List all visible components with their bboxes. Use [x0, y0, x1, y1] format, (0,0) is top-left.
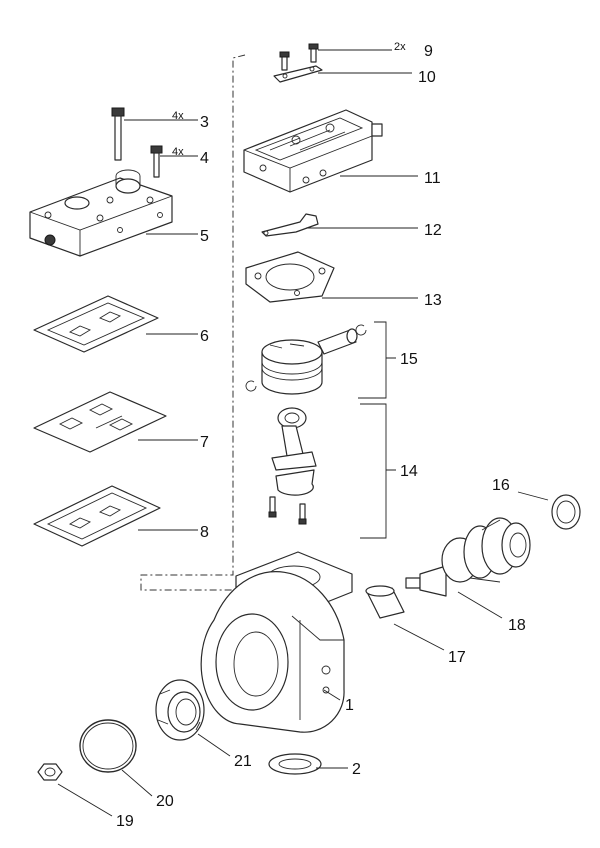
- callout-20: 20: [156, 793, 174, 810]
- callout-9: 9: [424, 43, 433, 60]
- part-7-valve-plate: [33, 391, 167, 453]
- part-11-valve-plate: [243, 109, 383, 193]
- part-16-seal-ring: [551, 494, 581, 530]
- callout-15: 15: [400, 351, 418, 368]
- assembly-guide-line: [140, 54, 246, 591]
- part-6-gasket: [33, 295, 159, 353]
- part-3-bolts: [111, 107, 125, 161]
- part-12-reed-valve: [261, 213, 319, 237]
- callout-18: 18: [508, 617, 526, 634]
- bracket-14: [360, 403, 396, 539]
- part-19-nut: [37, 763, 63, 781]
- callout-13: 13: [424, 292, 442, 309]
- part-4-bolts: [150, 145, 163, 178]
- part-15-piston: [245, 324, 367, 395]
- callout-19: 19: [116, 813, 134, 830]
- callout-14: 14: [400, 463, 418, 480]
- callout-11: 11: [424, 170, 441, 187]
- callout-4: 4: [200, 150, 209, 167]
- part-20-snap-ring: [79, 719, 137, 773]
- part-5-cylinder-head: [29, 169, 173, 257]
- callout-5: 5: [200, 228, 209, 245]
- part-21-bearing-cover: [155, 679, 205, 741]
- leader-lines: [57, 49, 549, 817]
- callout-1: 1: [345, 697, 354, 714]
- part-9-bolts: [279, 43, 319, 71]
- part-10-plate: [273, 65, 323, 83]
- callout-12: 12: [424, 222, 442, 239]
- bracket-15: [358, 321, 396, 399]
- callout-17: 17: [448, 649, 466, 666]
- callout-3-qty: 4x: [172, 110, 184, 122]
- part-2-seal: [268, 753, 322, 775]
- callout-8: 8: [200, 524, 209, 541]
- part-14-connecting-rod: [268, 407, 317, 525]
- part-13-gasket: [245, 251, 335, 303]
- callout-10: 10: [418, 69, 436, 86]
- callout-4-qty: 4x: [172, 146, 184, 158]
- callout-labels: 2x 9 10 4x 3 4x 4 5 6 7 8 11 12 13 15 14…: [116, 41, 526, 830]
- callout-9-qty: 2x: [394, 41, 406, 53]
- part-18-crankshaft: [405, 517, 531, 597]
- part-8-gasket: [33, 485, 161, 547]
- part-17-bushing: [365, 585, 405, 619]
- callout-2: 2: [352, 761, 361, 778]
- callout-21: 21: [234, 753, 252, 770]
- part-1-crankcase: [200, 551, 353, 733]
- callout-7: 7: [200, 434, 209, 451]
- callout-16: 16: [492, 477, 510, 494]
- callout-3: 3: [200, 114, 209, 131]
- callout-6: 6: [200, 328, 209, 345]
